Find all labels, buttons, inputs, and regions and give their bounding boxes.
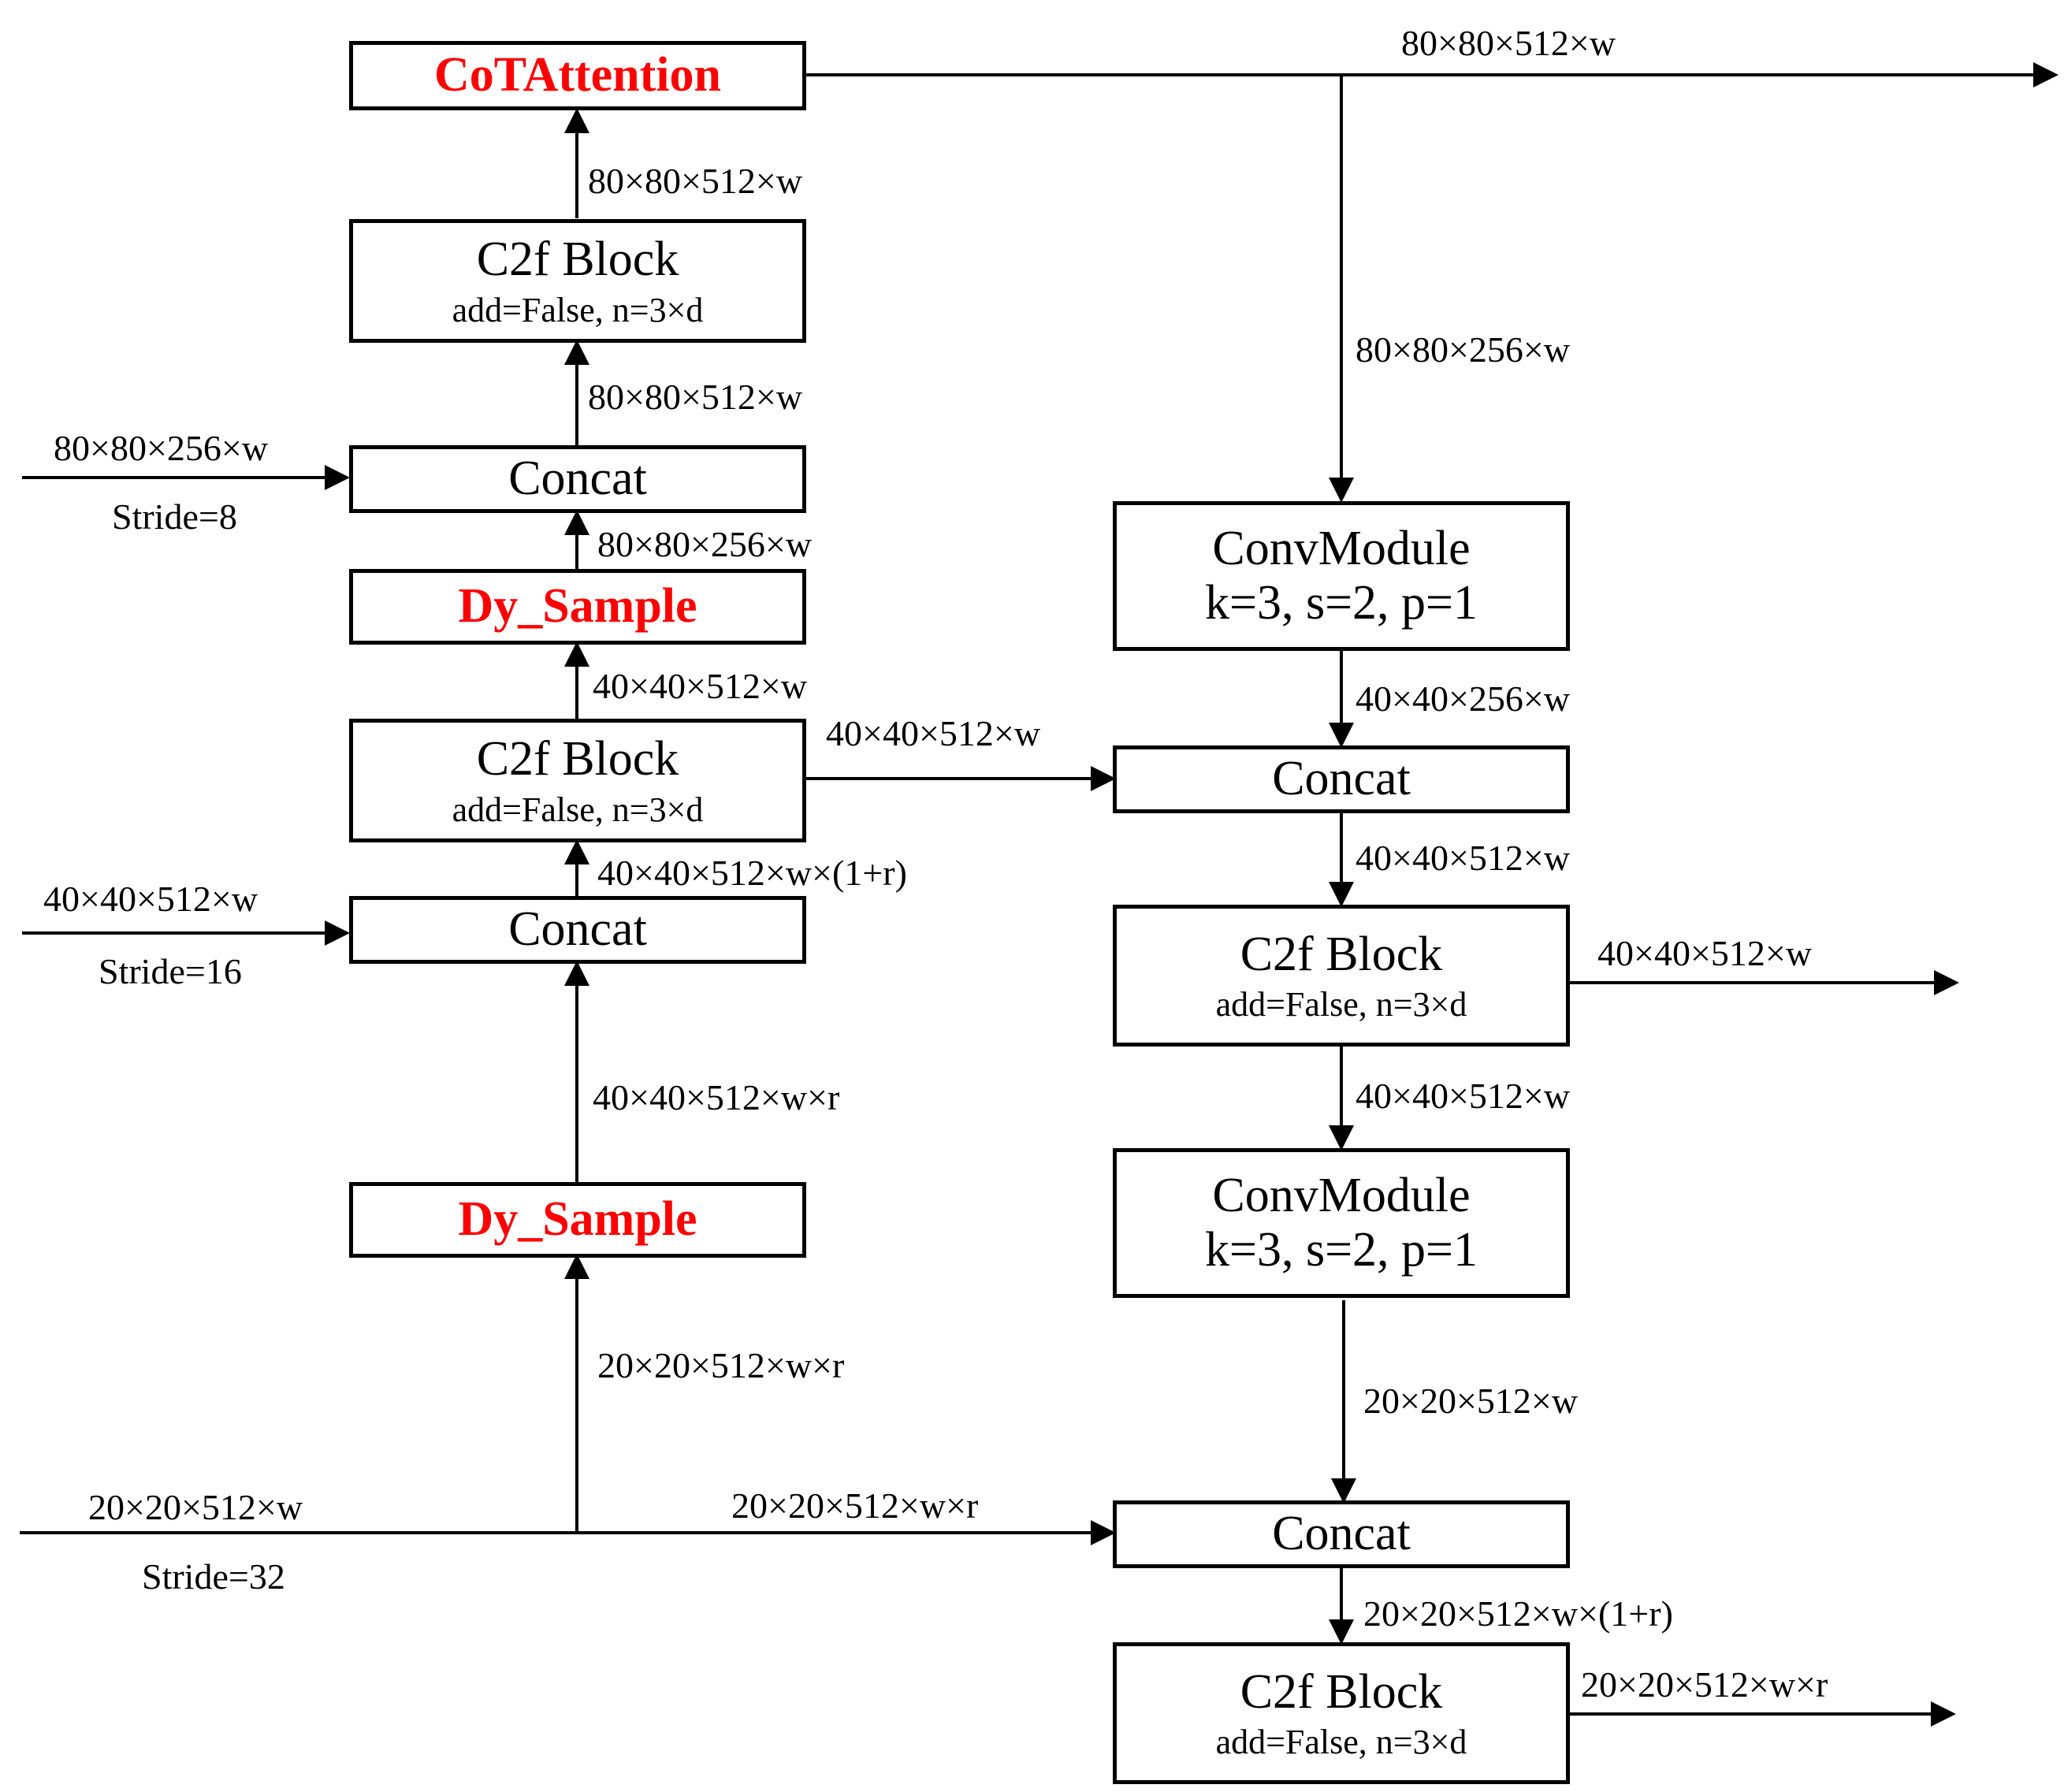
c2f-block-right-2-title: C2f Block: [1240, 1664, 1443, 1719]
convmodule-block-a: ConvModule k=3, s=2, p=1: [1113, 501, 1570, 651]
cotattention-title: CoTAttention: [434, 48, 721, 102]
concat-block-c: Concat: [1113, 745, 1570, 813]
label-stride-8: Stride=8: [112, 496, 237, 537]
c2f-block-top-title: C2f Block: [476, 232, 679, 287]
label-mid-to-right: 40×40×512×w: [826, 713, 1041, 753]
label-dy-b-to-concat: 40×40×512×w×r: [593, 1077, 840, 1117]
concat-block-d: Concat: [1113, 1500, 1570, 1568]
dy-sample-b-title: Dy_Sample: [458, 1192, 697, 1247]
c2f-block-top-params: add=False, n=3×d: [452, 290, 704, 329]
c2f-block-top: C2f Block add=False, n=3×d: [349, 219, 806, 343]
label-input-p4: 40×40×512×w: [43, 879, 258, 919]
label-conv-b-out: 20×20×512×w: [1363, 1381, 1579, 1421]
c2f-block-right-2-params: add=False, n=3×d: [1215, 1723, 1467, 1762]
cotattention-block: CoTAttention: [349, 41, 806, 110]
concat-b-title: Concat: [508, 902, 647, 957]
convmodule-a-title: ConvModule: [1212, 521, 1471, 575]
label-c2f-to-dy: 40×40×512×w: [593, 666, 808, 706]
concat-block-b: Concat: [349, 896, 806, 964]
dy-sample-block-a: Dy_Sample: [349, 569, 806, 645]
label-stride-16: Stride=16: [99, 951, 242, 991]
label-conv-a-out: 40×40×256×w: [1356, 679, 1571, 719]
concat-c-title: Concat: [1272, 752, 1411, 806]
label-concat-c-out: 40×40×512×w: [1356, 838, 1571, 878]
c2f-block-mid-params: add=False, n=3×d: [452, 790, 704, 829]
label-out-mid: 40×40×512×w: [1597, 933, 1813, 973]
label-stride-32: Stride=32: [142, 1556, 285, 1597]
label-c2f-to-cot: 80×80×512×w: [588, 161, 803, 201]
label-input-to-dy-b: 20×20×512×w×r: [597, 1345, 845, 1385]
label-input-p3: 80×80×256×w: [54, 428, 269, 468]
concat-block-a: Concat: [349, 445, 806, 513]
dy-sample-a-title: Dy_Sample: [458, 579, 697, 634]
label-concat-to-mid: 40×40×512×w×(1+r): [597, 853, 907, 893]
c2f-block-right-2: C2f Block add=False, n=3×d: [1113, 1642, 1570, 1784]
c2f-block-mid-title: C2f Block: [476, 732, 679, 786]
c2f-block-right-1-params: add=False, n=3×d: [1215, 985, 1467, 1024]
c2f-block-right-1-title: C2f Block: [1240, 927, 1443, 981]
label-concat-to-c2f: 80×80×512×w: [588, 377, 803, 417]
label-c2f-r1-out: 40×40×512×w: [1356, 1076, 1571, 1116]
convmodule-b-title: ConvModule: [1212, 1168, 1471, 1222]
label-bottom-to-right: 20×20×512×w×r: [731, 1485, 979, 1526]
c2f-block-right-1: C2f Block add=False, n=3×d: [1113, 905, 1570, 1047]
convmodule-block-b: ConvModule k=3, s=2, p=1: [1113, 1148, 1570, 1298]
c2f-block-mid: C2f Block add=False, n=3×d: [349, 719, 806, 842]
label-right-down: 80×80×256×w: [1356, 329, 1571, 370]
convmodule-b-params: k=3, s=2, p=1: [1204, 1223, 1478, 1277]
label-dy-to-concat: 80×80×256×w: [597, 524, 813, 564]
dy-sample-block-b: Dy_Sample: [349, 1182, 806, 1258]
label-out-top: 80×80×512×w: [1401, 23, 1616, 63]
label-input-p5: 20×20×512×w: [88, 1487, 303, 1527]
label-concat-d-out: 20×20×512×w×(1+r): [1363, 1593, 1673, 1634]
concat-d-title: Concat: [1272, 1507, 1411, 1561]
concat-a-title: Concat: [508, 452, 647, 506]
convmodule-a-params: k=3, s=2, p=1: [1204, 576, 1478, 630]
label-out-bottom: 20×20×512×w×r: [1581, 1664, 1828, 1705]
